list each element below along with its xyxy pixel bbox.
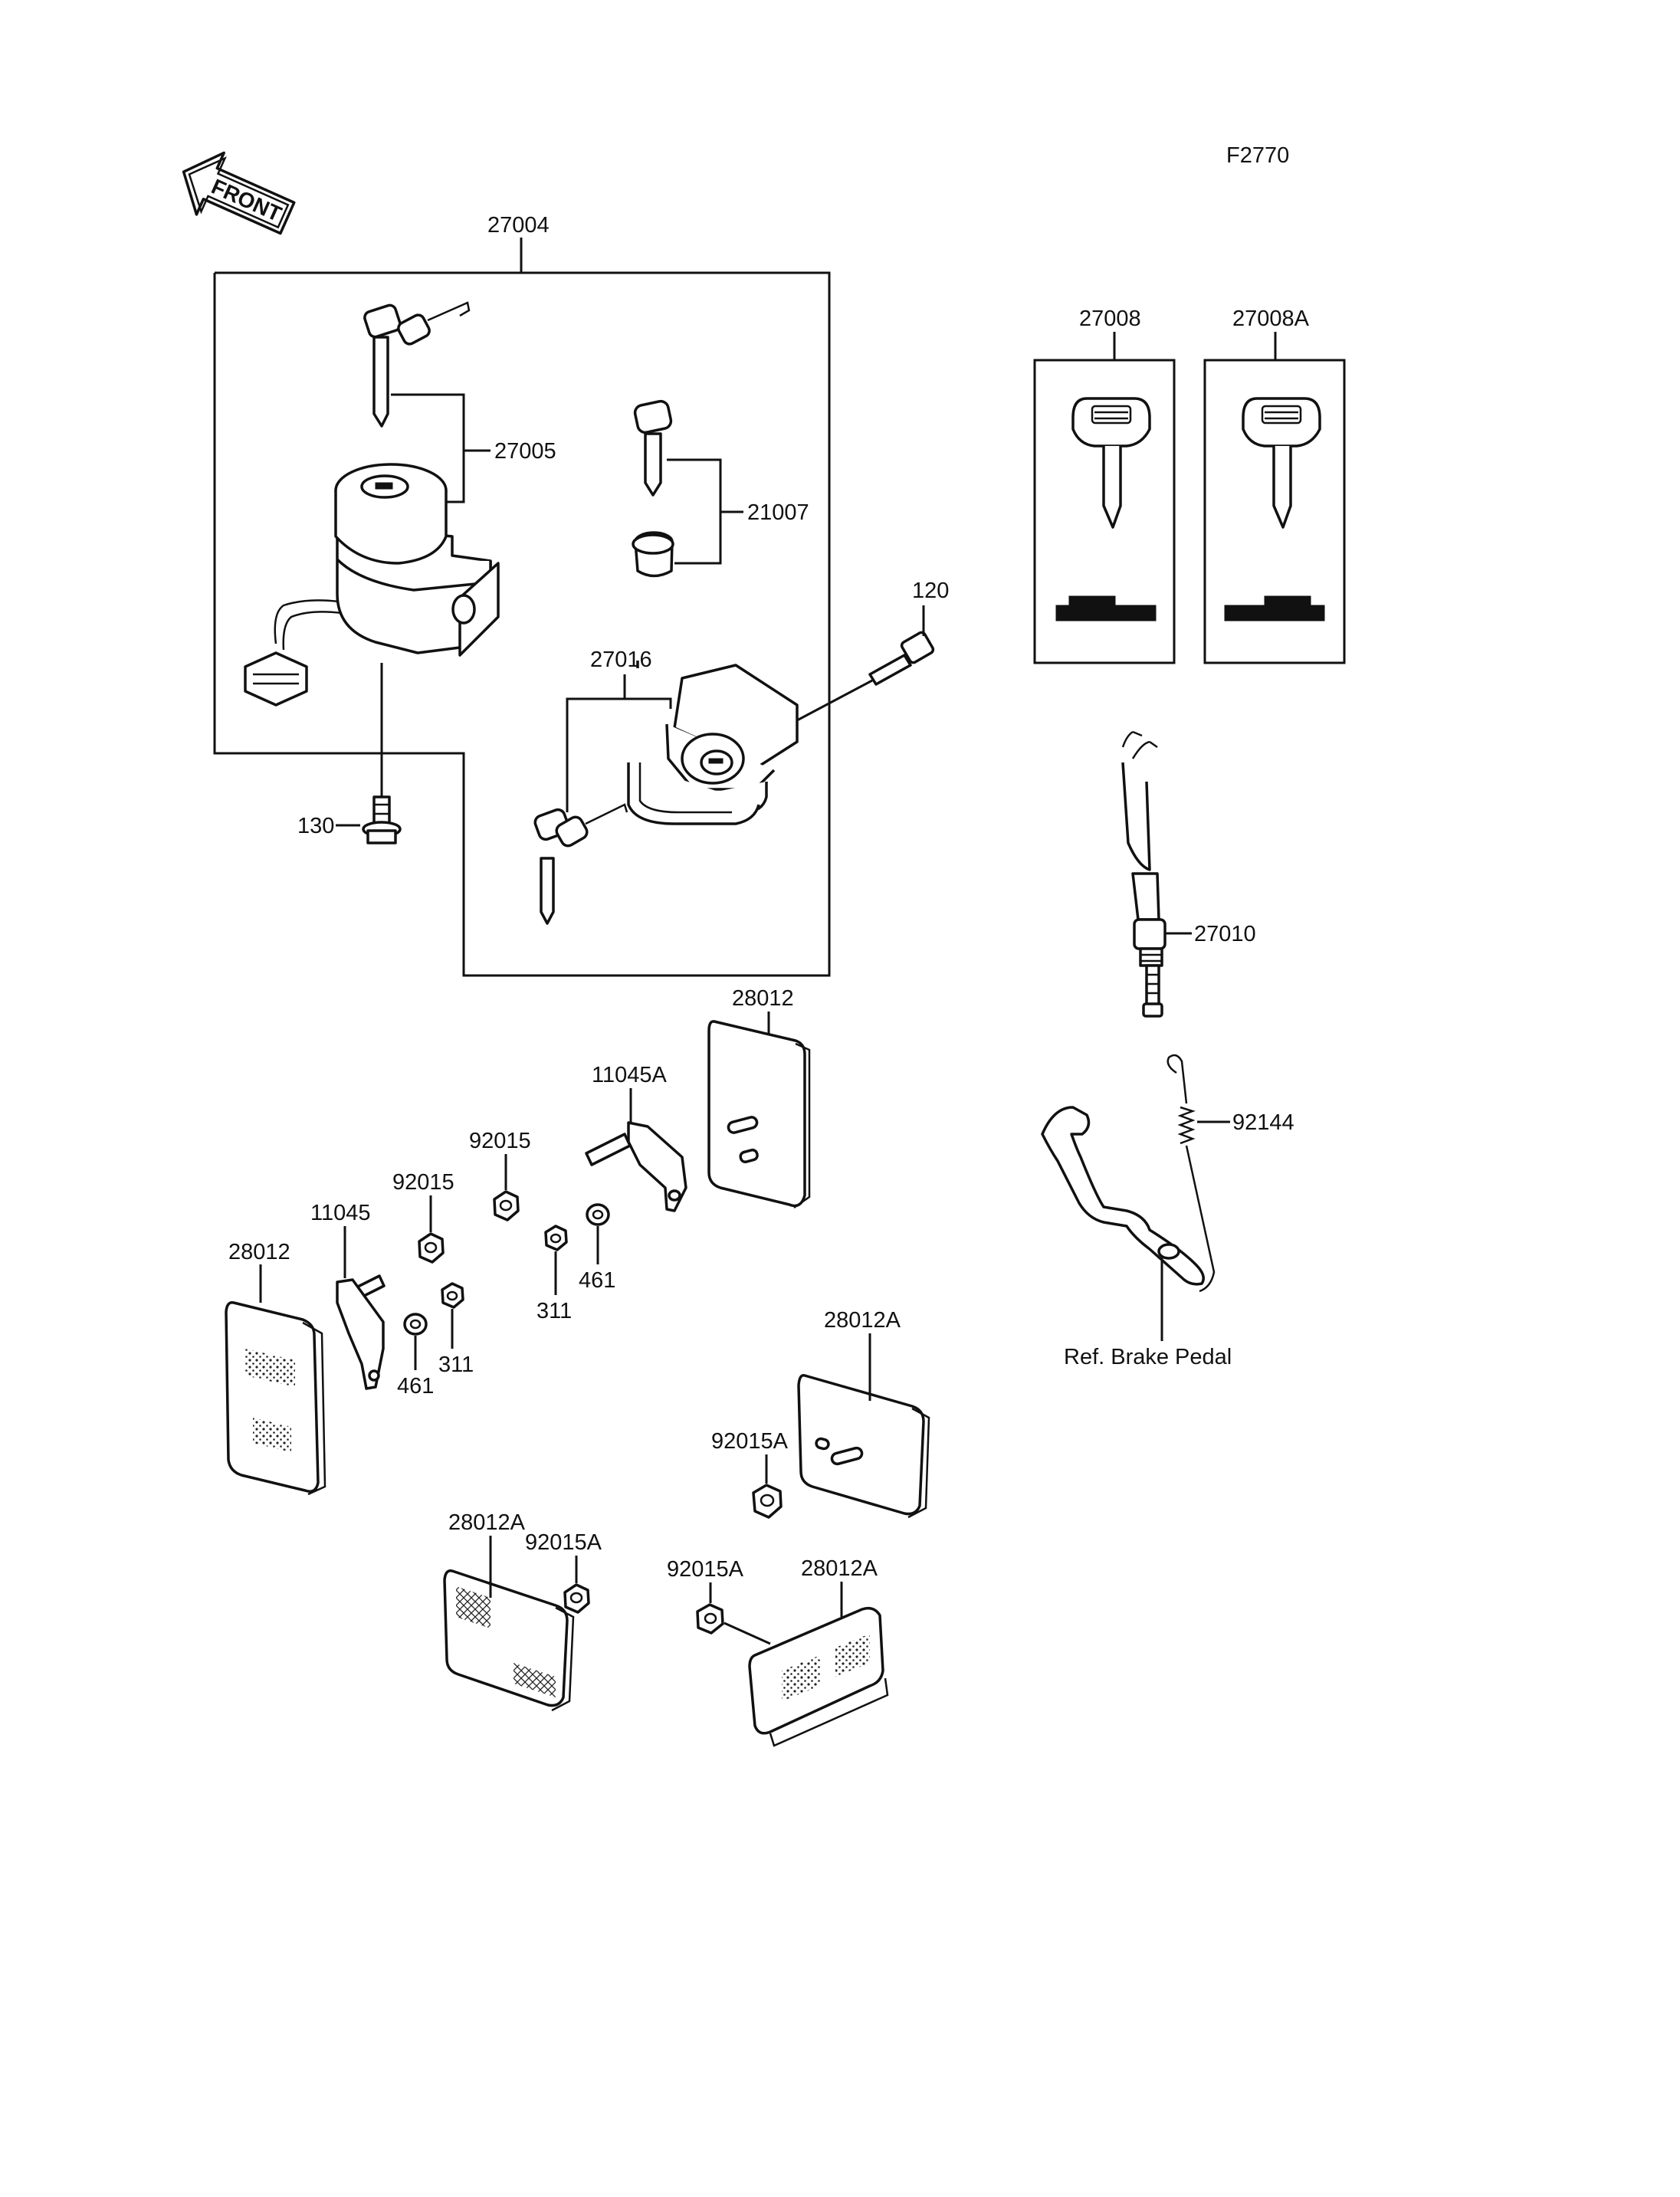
reflector-28012-top-icon [707,1020,811,1209]
label-130: 130 [297,814,334,838]
nut-92015A-mid-icon [752,1484,783,1519]
leader-21007 [667,458,722,565]
label-11045A: 11045A [592,1063,667,1087]
key-27008A-icon [1224,397,1325,621]
nut-92015-a-icon [493,1190,520,1221]
reflector-28012A-bottom-left-icon [443,1569,575,1712]
key-27005-icon [363,301,471,428]
brake-switch-27010-icon [1121,730,1166,1018]
label-92015A-mid: 92015A [711,1429,789,1454]
label-92015A-left: 92015A [525,1530,602,1555]
label-11045: 11045 [310,1201,371,1225]
bracket-11045A-icon [585,1121,687,1212]
label-311-b: 311 [438,1353,474,1377]
label-28012A-right: 28012A [824,1308,901,1333]
panel-27008 [1033,359,1176,664]
seat-lock-27016-icon [627,664,799,825]
label-92015A-right: 92015A [667,1557,744,1582]
washer-311-a-icon [544,1225,568,1251]
nut-92015-b-icon [418,1232,445,1264]
brake-pedal-icon [1041,1106,1205,1286]
label-92015-b: 92015 [392,1170,454,1195]
figure-code: F2770 [1226,143,1289,168]
assembly-27004-box [213,238,831,977]
label-27008: 27008 [1079,307,1141,331]
bolt-130-icon [362,795,402,844]
nut-92015A-left-icon [563,1583,590,1614]
washer-461-b-icon [403,1313,428,1336]
panel-27008A [1203,359,1346,664]
spring-92144-icon [1166,1054,1216,1293]
label-27005: 27005 [494,439,556,464]
label-461-b: 461 [397,1374,434,1399]
key-27008-icon [1055,397,1157,621]
ignition-switch-icon [244,463,500,707]
bolt-120-icon [868,631,935,686]
label-311-a: 311 [536,1299,572,1323]
label-28012A-bottom-right: 28012A [801,1556,878,1581]
label-ref-brake-pedal: Ref. Brake Pedal [1064,1345,1232,1369]
label-28012-left: 28012 [228,1240,290,1264]
washer-311-b-icon [441,1282,464,1309]
label-27016: 27016 [590,648,652,672]
label-92144: 92144 [1232,1110,1294,1135]
key-27016-icon [533,803,628,925]
cap-21007-icon [632,533,674,555]
label-461-a: 461 [579,1268,615,1293]
label-28012A-bottom-left: 28012A [448,1510,526,1535]
label-27008A: 27008A [1232,307,1310,331]
label-21007: 21007 [747,500,809,525]
label-120: 120 [912,579,949,603]
label-27004: 27004 [487,213,550,238]
bracket-11045-icon [336,1274,386,1390]
leader-27016 [566,697,672,812]
reflector-28012A-right-icon [797,1374,930,1519]
front-arrow-icon: FRONT [182,151,296,235]
reflector-28012-left-icon [225,1301,326,1496]
nut-92015A-right-icon [696,1603,724,1635]
label-92015-a: 92015 [469,1129,531,1153]
label-28012-top: 28012 [732,986,794,1011]
reflector-28012A-bottom-right-icon [748,1606,889,1747]
washer-461-a-icon [586,1203,610,1226]
label-27010: 27010 [1194,922,1256,946]
